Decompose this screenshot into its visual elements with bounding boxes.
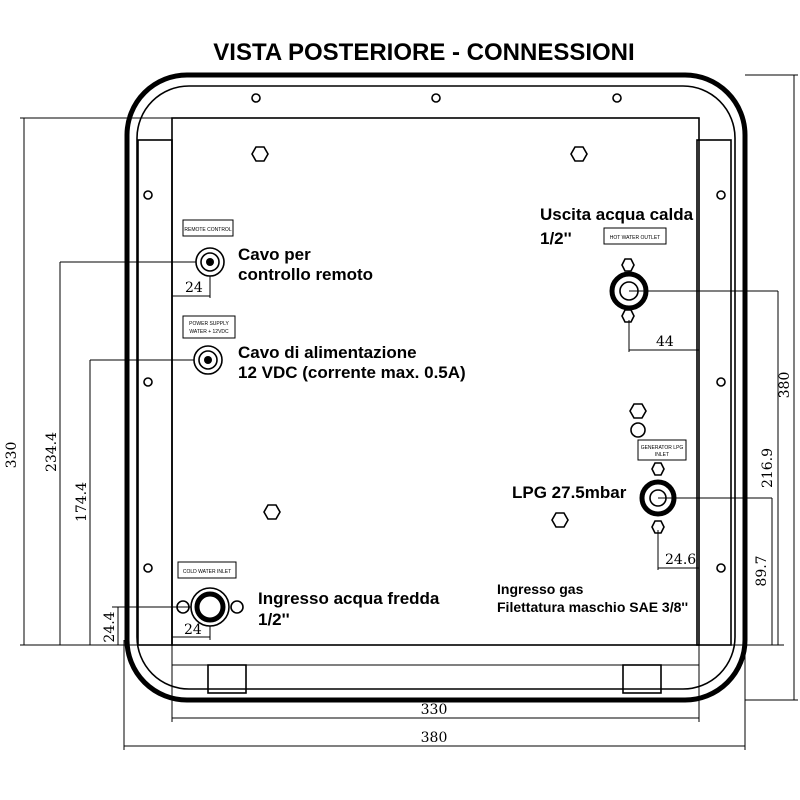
dim-text-330-bottom: 330 xyxy=(421,702,448,718)
left-flange xyxy=(137,139,173,646)
hot-water-outlet: Uscita acqua calda 1/2'' HOT WATER OUTLE… xyxy=(540,205,694,323)
cold-water-tag-text: COLD WATER INLET xyxy=(183,569,231,575)
power-tag-text-2: WATER + 12VDC xyxy=(189,329,229,335)
hex-nut-icon xyxy=(629,403,647,419)
dim-text-174: 174.4 xyxy=(74,482,90,522)
remote-tag-text: REMOTE CONTROL xyxy=(184,227,231,233)
power-connector: POWER SUPPLY WATER + 12VDC Cavo di alime… xyxy=(182,315,466,382)
mount-hole xyxy=(143,563,153,573)
gas-inlet-label-1: Ingresso gas xyxy=(497,581,584,597)
hot-water-label-2: 1/2'' xyxy=(540,229,572,248)
right-flange xyxy=(696,139,732,646)
cold-water-tag xyxy=(177,561,237,579)
dim-text-24-cold: 24 xyxy=(184,622,202,638)
mount-hole xyxy=(716,377,726,387)
remote-connector: REMOTE CONTROL Cavo per controllo remoto xyxy=(182,219,373,284)
mount-hole xyxy=(143,190,153,200)
frame-holes xyxy=(143,93,726,573)
hex-nut-icon xyxy=(651,462,665,476)
dim-text-330-left: 330 xyxy=(4,442,20,469)
dim-text-89: 89.7 xyxy=(754,555,770,586)
remote-tag xyxy=(182,219,234,237)
cold-water-fitting-inner xyxy=(194,591,226,623)
remote-connector-core xyxy=(206,258,214,266)
dim-text-380-bottom: 380 xyxy=(421,730,448,746)
dim-text-24-remote: 24 xyxy=(185,280,203,296)
mount-hole xyxy=(716,563,726,573)
hex-nut-icon xyxy=(621,258,635,272)
dim-text-24-6: 24.6 xyxy=(665,552,696,568)
dim-text-44: 44 xyxy=(656,334,674,350)
lpg-tag-text-1: GENERATOR LPG xyxy=(641,445,684,451)
dim-text-380-right: 380 xyxy=(777,372,793,399)
hex-nut-icon xyxy=(551,512,569,528)
power-tag xyxy=(182,315,236,339)
mount-hole xyxy=(431,93,441,103)
remote-connector-ring xyxy=(200,252,220,272)
lpg-upper-plug xyxy=(630,422,646,438)
power-connector-core xyxy=(204,356,212,364)
outer-frame xyxy=(124,72,748,703)
mount-hole xyxy=(612,93,622,103)
cold-water-label-2: 1/2'' xyxy=(258,610,290,629)
rear-panel xyxy=(171,117,700,646)
hot-water-tag xyxy=(603,227,667,245)
drawing-title: VISTA POSTERIORE - CONNESSIONI xyxy=(213,39,634,66)
hex-nut-icon xyxy=(251,146,269,162)
dim-text-24-4: 24.4 xyxy=(102,611,118,642)
power-tag-text-1: POWER SUPPLY xyxy=(189,321,229,327)
dimension-lines xyxy=(20,74,798,750)
dim-text-216: 216.9 xyxy=(760,448,776,488)
hot-water-label-1: Uscita acqua calda xyxy=(540,205,694,224)
hex-nut-icon xyxy=(621,309,635,323)
power-cable-label-2: 12 VDC (corrente max. 0.5A) xyxy=(238,363,466,382)
lpg-tag-text-2: INLET xyxy=(655,452,669,458)
lpg-label: LPG 27.5mbar xyxy=(512,483,627,502)
cold-water-right-nut xyxy=(230,600,244,614)
remote-cable-label-2: controllo remoto xyxy=(238,265,373,284)
hot-water-tag-text: HOT WATER OUTLET xyxy=(610,235,660,241)
mount-hole xyxy=(143,377,153,387)
lpg-inlet: GENERATOR LPG INLET LPG 27.5mbar xyxy=(512,403,687,534)
power-cable-label-1: Cavo di alimentazione xyxy=(238,343,417,362)
hex-nut-icon xyxy=(263,504,281,520)
panel-nuts xyxy=(251,146,588,528)
outer-frame-inner-line xyxy=(136,85,736,690)
power-connector-ring xyxy=(198,350,218,370)
remote-cable-label-1: Cavo per xyxy=(238,245,311,264)
dim-text-234: 234.4 xyxy=(44,432,60,472)
mount-hole xyxy=(716,190,726,200)
cold-water-label-1: Ingresso acqua fredda xyxy=(258,589,440,608)
lpg-tag xyxy=(637,439,687,461)
hex-nut-icon xyxy=(570,146,588,162)
hex-nut-icon xyxy=(651,520,665,534)
cold-water-inlet: COLD WATER INLET Ingresso acqua fredda 1… xyxy=(176,561,440,629)
gas-inlet-label-2: Filettatura maschio SAE 3/8'' xyxy=(497,599,688,615)
mount-hole xyxy=(251,93,261,103)
